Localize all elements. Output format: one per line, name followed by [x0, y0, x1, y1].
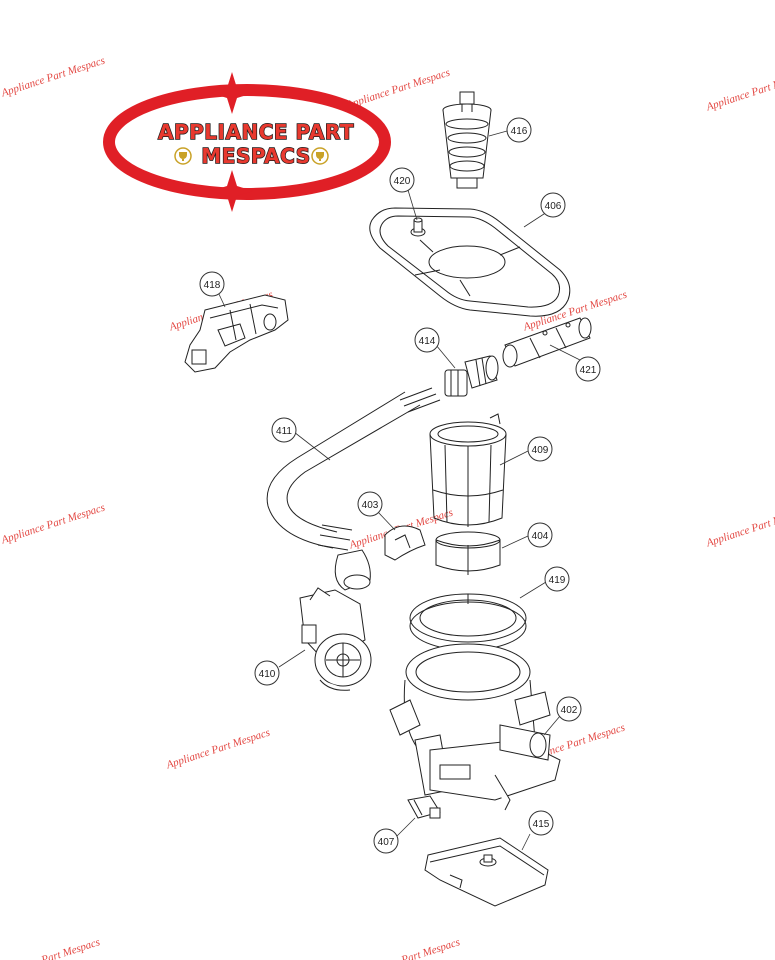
callout-label: 410: [259, 669, 276, 680]
brand-logo: APPLIANCE PART MESPACS: [103, 72, 391, 212]
part-407-connector: [407, 795, 441, 819]
part-415-cover: [424, 837, 549, 907]
callout-label: 403: [362, 500, 379, 511]
part-411-hose: [266, 387, 441, 591]
part-404-band: [435, 531, 501, 575]
callout-label: 411: [276, 426, 292, 437]
callout-label: 415: [533, 819, 550, 830]
logo-line-2: MESPACS: [201, 144, 310, 168]
callout-406: 406: [540, 192, 566, 218]
callout-403: 403: [357, 491, 383, 517]
callout-416: 416: [506, 117, 532, 143]
callout-419: 419: [544, 566, 570, 592]
callout-414: 414: [414, 327, 440, 353]
callout-label: 402: [561, 705, 578, 716]
callout-421: 421: [575, 356, 601, 382]
callout-402: 402: [556, 696, 582, 722]
part-406-gasket: [369, 207, 571, 317]
callout-label: 404: [532, 531, 549, 542]
callout-label: 419: [549, 575, 566, 586]
callout-411: 411: [271, 417, 297, 443]
callout-label: 407: [378, 837, 395, 848]
part-403-clip: [384, 525, 426, 561]
part-409-filter: [429, 413, 507, 527]
callout-407: 407: [373, 828, 399, 854]
part-416-filter-cone: [442, 91, 492, 189]
part-414-fitting: [444, 355, 499, 397]
callout-label: 406: [545, 201, 562, 212]
callout-label: 416: [511, 126, 528, 137]
callout-418: 418: [199, 271, 225, 297]
callout-label: 418: [204, 280, 221, 291]
sparkle-icon: [211, 170, 253, 212]
callout-label: 409: [532, 445, 549, 456]
callout-label: 420: [394, 176, 411, 187]
trophy-icon: [311, 147, 329, 165]
part-402-sump: [389, 643, 561, 811]
callout-label: 421: [580, 365, 597, 376]
part-419-ring: [409, 593, 527, 651]
sparkle-icon: [211, 72, 253, 114]
part-418-bracket: [184, 294, 289, 373]
part-421-tube: [502, 317, 592, 368]
trophy-icon: [174, 147, 192, 165]
callout-410: 410: [254, 660, 280, 686]
part-420-valve: [410, 217, 426, 237]
logo-line-1: APPLIANCE PART: [158, 120, 354, 144]
callout-label: 414: [419, 336, 436, 347]
callout-415: 415: [528, 810, 554, 836]
part-410-pump: [299, 587, 372, 691]
callout-409: 409: [527, 436, 553, 462]
callout-404: 404: [527, 522, 553, 548]
callout-420: 420: [389, 167, 415, 193]
